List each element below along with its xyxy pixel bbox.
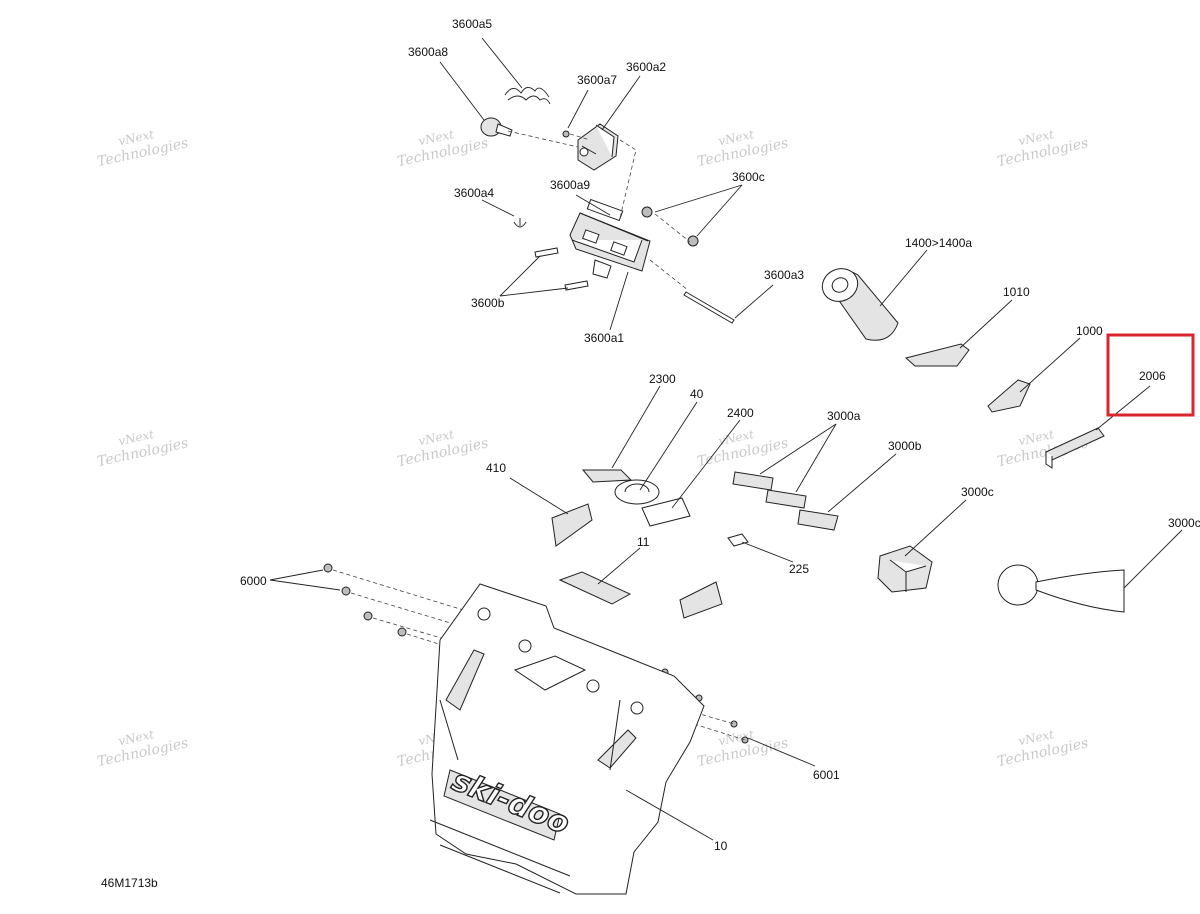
decal-roll-part [821,268,899,341]
decal-side-part [679,581,723,619]
watermark: vNext Technologies [996,727,1090,770]
hood-part: ski-doo [429,583,705,895]
mirror-part [997,564,1125,613]
alignment-line [619,139,637,219]
alignment-line [649,259,689,291]
callout-40: 40 [690,387,704,401]
callout-3000c: 3000c [961,485,994,499]
decal-1000-part [987,379,1031,413]
callout-2400: 2400 [727,406,754,420]
leader-lines [269,37,1183,841]
callout-3000a: 3000a [827,409,861,423]
clip-225-part [727,533,749,547]
bracket-assembly [480,87,735,324]
decal-3000a-part [765,489,807,509]
highlight-box-2006 [1106,333,1195,417]
callout-3600a7: 3600a7 [577,73,617,87]
long-rod-part [683,291,735,324]
callout-225: 225 [789,562,809,576]
callout-10: 10 [714,839,728,853]
bolt-part [564,280,589,291]
decal-1010-part [904,343,970,367]
callout-6000: 6000 [240,574,267,588]
hairpin-clip-part [504,87,551,105]
callout-2006: 2006 [1139,369,1166,383]
bolt-part [534,247,559,258]
watermark: vNext Technologies [96,727,190,770]
nut-part [687,235,699,247]
callout-labels: 3600a5 3600a8 3600a7 3600a2 3600a9 3600a… [240,17,1200,853]
window-11-part [558,571,632,605]
callout-3600a2: 3600a2 [626,60,666,74]
figure-id: 46M1713b [101,876,158,890]
small-bolt-part [562,130,570,138]
callout-3000b: 3000b [888,439,922,453]
decal-2400-part [641,497,691,527]
bracket-3000c-part [877,545,933,593]
watermark: vNext Technologies [396,427,490,470]
top-block-part [577,123,619,171]
callout-3600a1: 3600a1 [584,331,624,345]
callout-11: 11 [637,535,650,549]
callout-3600a4: 3600a4 [454,186,494,200]
nut-part [641,206,653,218]
callout-1000: 1000 [1076,324,1103,338]
watermark: vNext Technologies [696,727,790,770]
alignment-line [569,133,591,141]
main-bracket-part [569,198,651,279]
watermark: vNext Technologies [396,127,490,170]
callout-2300: 2300 [649,372,676,386]
callout-410: 410 [486,461,506,475]
decal-2300-part [581,469,633,483]
callout-3600c: 3600c [732,170,765,184]
alignment-line [654,213,691,243]
callout-3600a9: 3600a9 [550,178,590,192]
alignment-line [507,130,579,148]
decal-410-part [551,503,593,547]
bracket-2006-part [1045,427,1105,469]
callout-1010: 1010 [1003,285,1030,299]
callout-3600a8: 3600a8 [408,45,448,59]
callout-3000c-mirror: 3000c [1168,516,1200,530]
watermark: vNext Technologies [996,127,1090,170]
anchor-clip-part [513,218,527,228]
callout-6001: 6001 [813,768,840,782]
watermark: vNext Technologies [96,127,190,170]
watermark: vNext Technologies [696,127,790,170]
pin-part [480,117,513,137]
callout-3600b: 3600b [471,296,505,310]
watermark: vNext Technologies [96,427,190,470]
callout-1400: 1400>1400a [905,236,972,250]
callout-3600a3: 3600a3 [764,268,804,282]
decal-3000b-part [797,509,839,531]
callout-3600a5: 3600a5 [452,17,492,31]
decal-3000a-part [732,471,774,491]
gauge-40-part [614,479,660,505]
